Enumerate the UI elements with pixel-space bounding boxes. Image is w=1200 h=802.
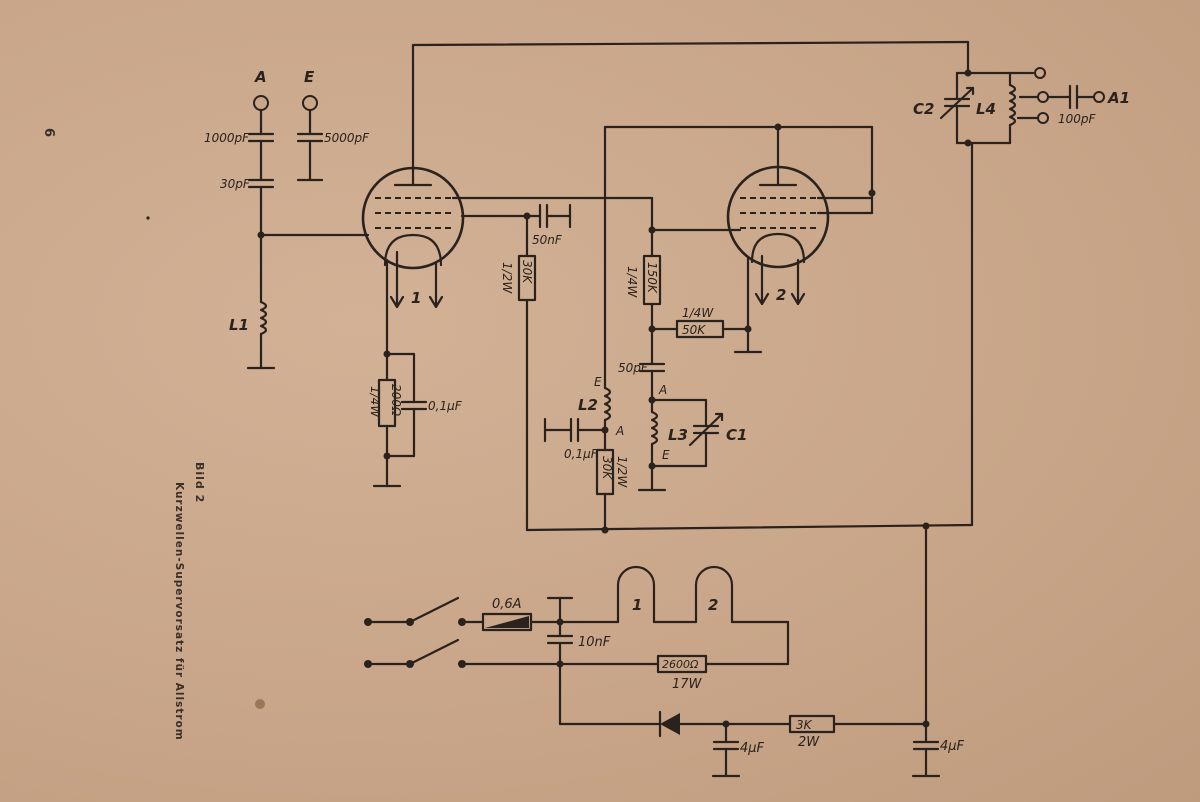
paper-speck bbox=[146, 216, 150, 220]
label-4uf-left: 4μF bbox=[740, 741, 765, 756]
label-50pf: 50pF bbox=[618, 361, 649, 375]
label-100pf: 100pF bbox=[1058, 112, 1097, 126]
page-number: 6 bbox=[41, 128, 56, 138]
label-c1: C1 bbox=[726, 426, 747, 444]
label-30k-lower: 30K bbox=[600, 456, 614, 480]
coil-l4 bbox=[1008, 83, 1017, 127]
coil-l1 bbox=[259, 300, 268, 336]
label-1000pf: 1000pF bbox=[204, 131, 250, 145]
rectifier-diode bbox=[660, 713, 680, 735]
feedback-l2: E L2 A 0,1μF 30K 1/2W bbox=[543, 125, 629, 534]
coupling-network: 50nF 30K 1/2W bbox=[460, 203, 572, 532]
label-5000pf: 5000pF bbox=[324, 131, 370, 145]
label-c2: C2 bbox=[913, 100, 934, 118]
tube-2: 2 bbox=[603, 123, 876, 354]
label-3k-w: 2W bbox=[798, 735, 820, 750]
label-150k-w: 1/4W bbox=[625, 266, 639, 298]
label-l4: L4 bbox=[976, 100, 996, 118]
label-4uf-right: 4μF bbox=[940, 739, 965, 754]
label-a: A bbox=[254, 68, 267, 86]
label-01uf-l2: 0,1μF bbox=[564, 447, 599, 461]
label-50k-w: 1/4W bbox=[682, 306, 714, 320]
figure-title: Kurzwellen-Supervorsatz für Allstrom bbox=[173, 482, 185, 741]
label-30pf: 30pF bbox=[220, 177, 251, 191]
label-tube1: 1 bbox=[411, 289, 421, 307]
label-heater1: 1 bbox=[632, 596, 642, 614]
label-2600: 2600Ω bbox=[662, 658, 699, 671]
plate-line bbox=[411, 40, 970, 75]
label-l1: L1 bbox=[229, 316, 249, 334]
label-200ohm: 200Ω bbox=[389, 384, 403, 417]
label-l3-a: A bbox=[658, 383, 667, 397]
antenna-input: A E 1000pF 30pF 5000pF L1 bbox=[204, 68, 370, 370]
label-l3-e: E bbox=[662, 448, 670, 462]
output-c2-l4: C2 L4 A1 100pF bbox=[913, 67, 1130, 147]
grid-network-2: 150K 1/4W 50K 1/4W 50pF bbox=[618, 196, 752, 402]
label-30k-w: 1/2W bbox=[500, 262, 514, 294]
coil-l3 bbox=[650, 410, 659, 446]
label-50nf: 50nF bbox=[532, 233, 563, 247]
label-fuse: 0,6A bbox=[492, 597, 522, 612]
label-e: E bbox=[304, 68, 315, 86]
label-200ohm-w: 1/4W bbox=[368, 386, 382, 418]
label-l2-e: E bbox=[594, 375, 602, 389]
label-3k: 3K bbox=[796, 718, 813, 732]
antenna-terminal-a bbox=[253, 95, 269, 111]
heater-1 bbox=[616, 565, 656, 624]
coil-l2 bbox=[603, 386, 612, 422]
label-50k: 50K bbox=[682, 323, 706, 337]
label-l3: L3 bbox=[668, 426, 688, 444]
label-30k: 30K bbox=[520, 260, 534, 284]
power-supply: 0,6A 1 2 10nF 2600Ω 17W 4μF 3K 2W 4μF bbox=[364, 524, 965, 778]
label-l2: L2 bbox=[578, 396, 598, 414]
ht-bus bbox=[525, 141, 974, 532]
earth-terminal-e bbox=[302, 95, 318, 111]
label-150k: 150K bbox=[645, 262, 659, 294]
label-tube2: 2 bbox=[776, 286, 786, 304]
label-a1: A1 bbox=[1107, 89, 1130, 107]
figure-label: Bild 2 bbox=[193, 462, 206, 503]
tank-l3-c1: A E L3 C1 bbox=[637, 383, 747, 492]
label-2600-w: 17W bbox=[672, 677, 703, 692]
label-10nf: 10nF bbox=[578, 635, 611, 650]
paper-stain bbox=[255, 699, 265, 709]
cathode-network-1: 200Ω 1/4W 0,1μF bbox=[368, 350, 463, 488]
label-heater2: 2 bbox=[708, 596, 718, 614]
tube-1: 1 bbox=[361, 43, 654, 356]
label-01uf-cathode: 0,1μF bbox=[428, 399, 463, 413]
label-l2-a: A bbox=[615, 424, 624, 438]
heater-2 bbox=[694, 565, 734, 624]
label-30k-lower-w: 1/2W bbox=[615, 456, 629, 488]
